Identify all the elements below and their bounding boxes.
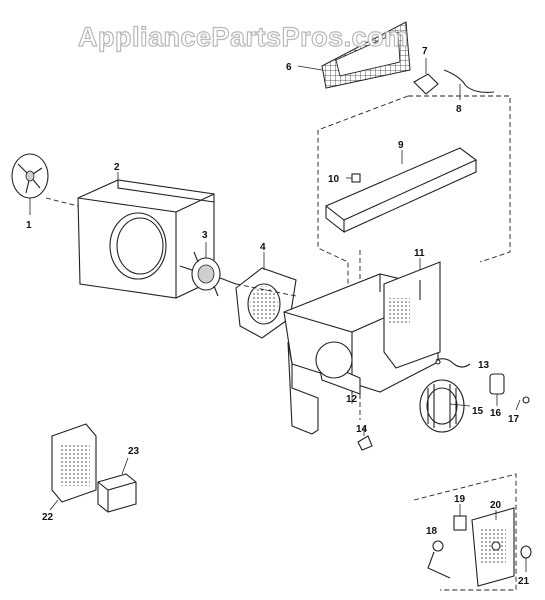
callout-3: 3 [202, 230, 208, 241]
callout-1: 1 [26, 220, 32, 231]
watermark-text: AppliancePartsPros.com [78, 22, 409, 52]
part-8-wire [443, 69, 495, 100]
part-18-thermostat [427, 540, 451, 579]
assembly-outline-right [408, 95, 511, 263]
part-20-control-panel [471, 507, 515, 587]
callout-11: 11 [414, 248, 425, 259]
callout-8: 8 [456, 104, 462, 115]
part-13-wire-harness [435, 358, 471, 368]
callout-19: 19 [454, 494, 466, 505]
callout-20: 20 [490, 500, 502, 511]
callout-9: 9 [398, 140, 404, 151]
callout-22: 22 [42, 512, 54, 523]
part-22-bracket-plate [49, 423, 97, 511]
part-19-switch [453, 504, 467, 531]
part-4-motor-mount [235, 252, 297, 339]
part-3-motor [179, 242, 237, 297]
callout-6: 6 [286, 62, 292, 73]
callout-10: 10 [328, 174, 340, 185]
part-17-screw [515, 396, 530, 411]
callout-16: 16 [490, 408, 502, 419]
part-2-front-panel [45, 172, 215, 299]
part-9-bracket [324, 147, 478, 234]
part-14-clip [357, 426, 373, 451]
part-1-fan-blade [11, 153, 49, 215]
callout-2: 2 [114, 162, 120, 173]
callout-17: 17 [508, 414, 520, 425]
callout-7: 7 [422, 46, 428, 57]
assembly-outline-left [317, 95, 409, 330]
part-6-filter-screen [297, 21, 411, 89]
control-outline [413, 473, 517, 591]
callout-23: 23 [128, 446, 140, 457]
part-23-relay [97, 457, 137, 513]
callout-14: 14 [356, 424, 368, 435]
callout-12: 12 [346, 394, 358, 405]
callout-4: 4 [260, 242, 266, 253]
callout-13: 13 [478, 360, 490, 371]
part-16-capacitor [489, 373, 505, 406]
part-21-knob [520, 545, 532, 572]
callout-18: 18 [426, 526, 438, 537]
callout-21: 21 [518, 576, 530, 587]
part-10-clip [346, 173, 361, 183]
part-11-12-housing [283, 258, 441, 435]
callout-15: 15 [472, 406, 484, 417]
part-15-blower-wheel [419, 379, 471, 433]
part-7-switch [413, 58, 439, 95]
